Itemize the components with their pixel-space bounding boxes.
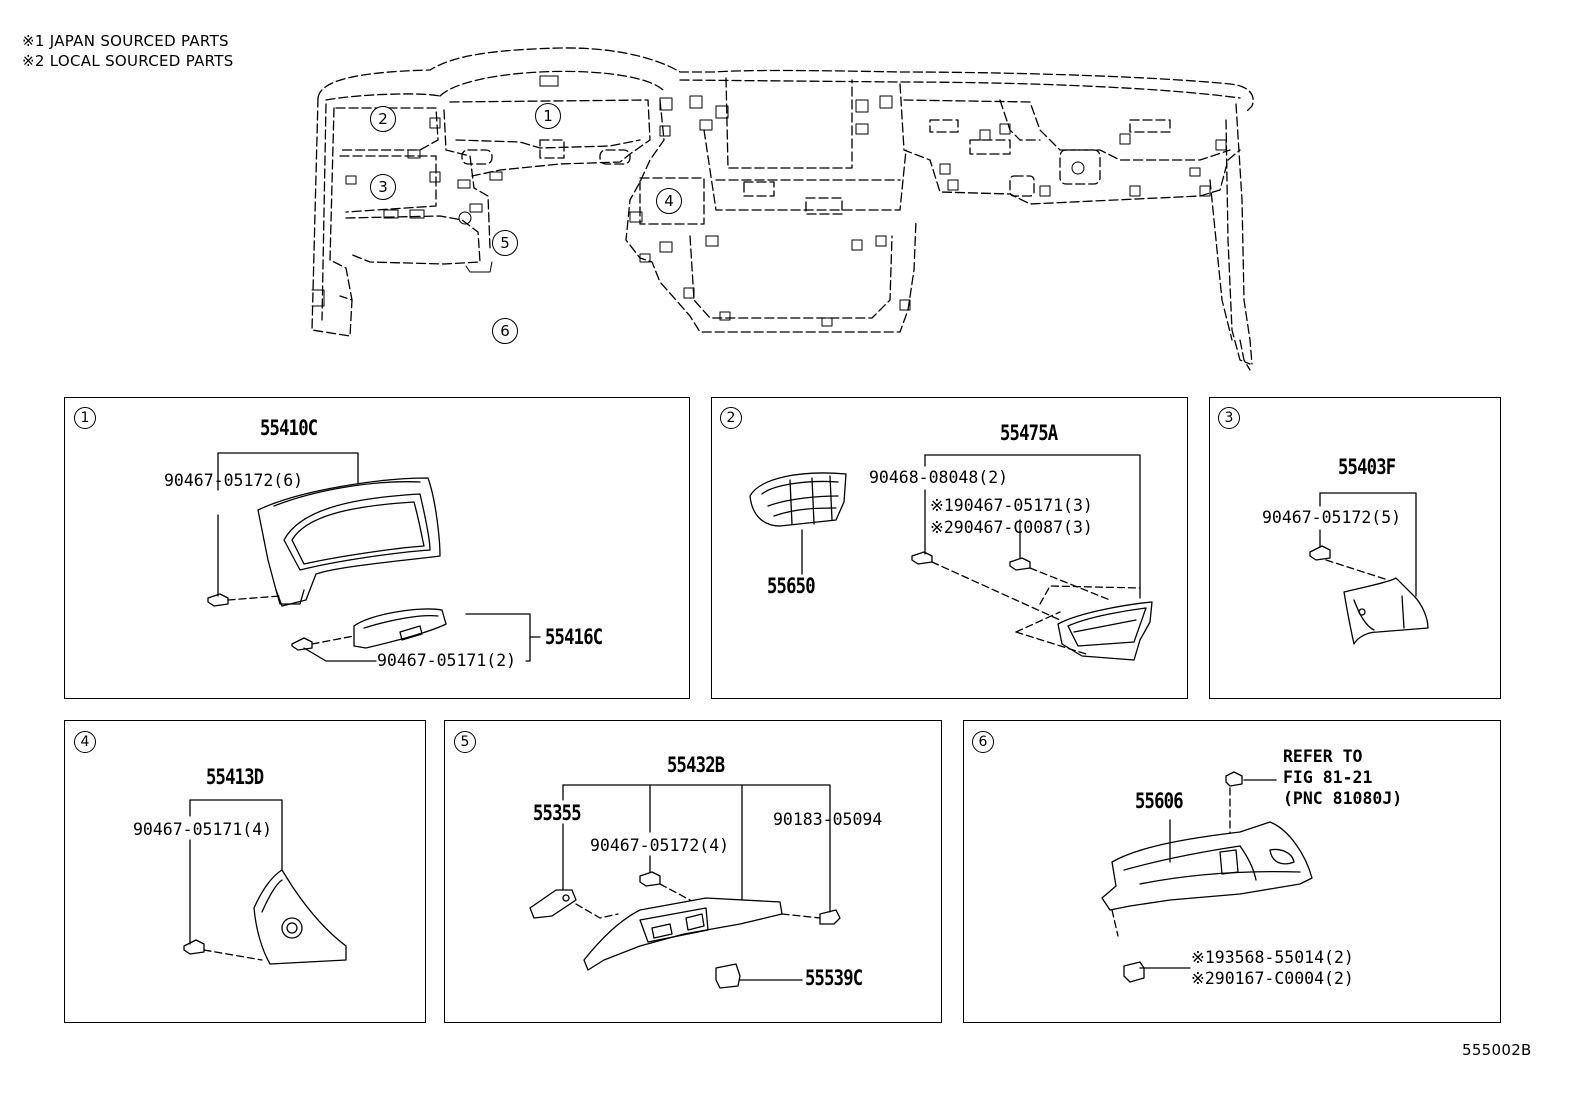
clip-90467-05172-4: 90467-05172(4) — [590, 836, 730, 855]
part-55606: 55606 — [1135, 789, 1184, 813]
figure-code: 555002B — [1462, 1041, 1532, 1059]
overview-callout-3: 3 — [370, 174, 396, 200]
part-55410C: 55410C — [260, 416, 318, 440]
panel-2-callout: 2 — [720, 407, 742, 429]
refer-to-line-2: FIG 81-21 — [1283, 768, 1373, 787]
clip-90183-05094: 90183-05094 — [773, 810, 883, 829]
panel-5-drawing — [529, 784, 841, 989]
overview-callout-2: 2 — [370, 106, 396, 132]
overview-callout-5: 5 — [492, 230, 518, 256]
clip-90467-05172-6: 90467-05172(6) — [164, 471, 304, 490]
panel-6-drawing — [1101, 771, 1313, 983]
refer-to-line-3: (PNC 81080J) — [1283, 789, 1403, 808]
clip-90468-08048-2: 90468-08048(2) — [869, 468, 1009, 487]
part-55403F: 55403F — [1338, 455, 1396, 479]
clip-japan-90467-05171-3: ※190467-05171(3) — [930, 496, 1093, 515]
note-japan-sourced: ※1 JAPAN SOURCED PARTS — [22, 32, 229, 50]
dashboard-overview-details — [311, 75, 1227, 327]
bolt-japan-93568-55014-2: ※193568-55014(2) — [1191, 948, 1354, 967]
clip-local-90467-C0087-3: ※290467-C0087(3) — [930, 518, 1093, 537]
part-55413D: 55413D — [206, 765, 264, 789]
panel-4-callout: 4 — [74, 731, 96, 753]
panel-4-drawing — [183, 799, 347, 965]
part-55432B: 55432B — [667, 753, 725, 777]
panel-1 — [64, 397, 690, 699]
overview-callout-6: 6 — [492, 318, 518, 344]
panel-3 — [1209, 397, 1501, 699]
overview-callout-1: 1 — [535, 103, 561, 129]
part-55355: 55355 — [533, 801, 582, 825]
note-local-sourced: ※2 LOCAL SOURCED PARTS — [22, 52, 234, 70]
panel-5 — [444, 720, 942, 1023]
clip-90467-05172-5: 90467-05172(5) — [1262, 508, 1402, 527]
refer-to-line-1: REFER TO — [1283, 747, 1363, 766]
panel-3-drawing — [1309, 492, 1429, 645]
overview-callout-4: 4 — [656, 188, 682, 214]
panel-3-callout: 3 — [1218, 407, 1240, 429]
part-55475A: 55475A — [1000, 421, 1058, 445]
panel-2 — [711, 397, 1188, 699]
part-55416C: 55416C — [545, 625, 603, 649]
part-55650: 55650 — [767, 574, 816, 598]
panel-1-drawing — [207, 452, 541, 662]
bolt-local-90167-C0004-2: ※290167-C0004(2) — [1191, 969, 1354, 988]
panel-6 — [963, 720, 1501, 1023]
panel-2-drawing — [749, 454, 1153, 661]
panel-4 — [64, 720, 426, 1023]
panel-1-callout: 1 — [74, 407, 96, 429]
panel-6-callout: 6 — [972, 731, 994, 753]
dashboard-overview-drawing — [311, 47, 1254, 371]
clip-90467-05171-2: 90467-05171(2) — [377, 651, 517, 670]
part-55539C: 55539C — [805, 966, 863, 990]
panel-5-callout: 5 — [454, 731, 476, 753]
clip-90467-05171-4: 90467-05171(4) — [133, 820, 273, 839]
